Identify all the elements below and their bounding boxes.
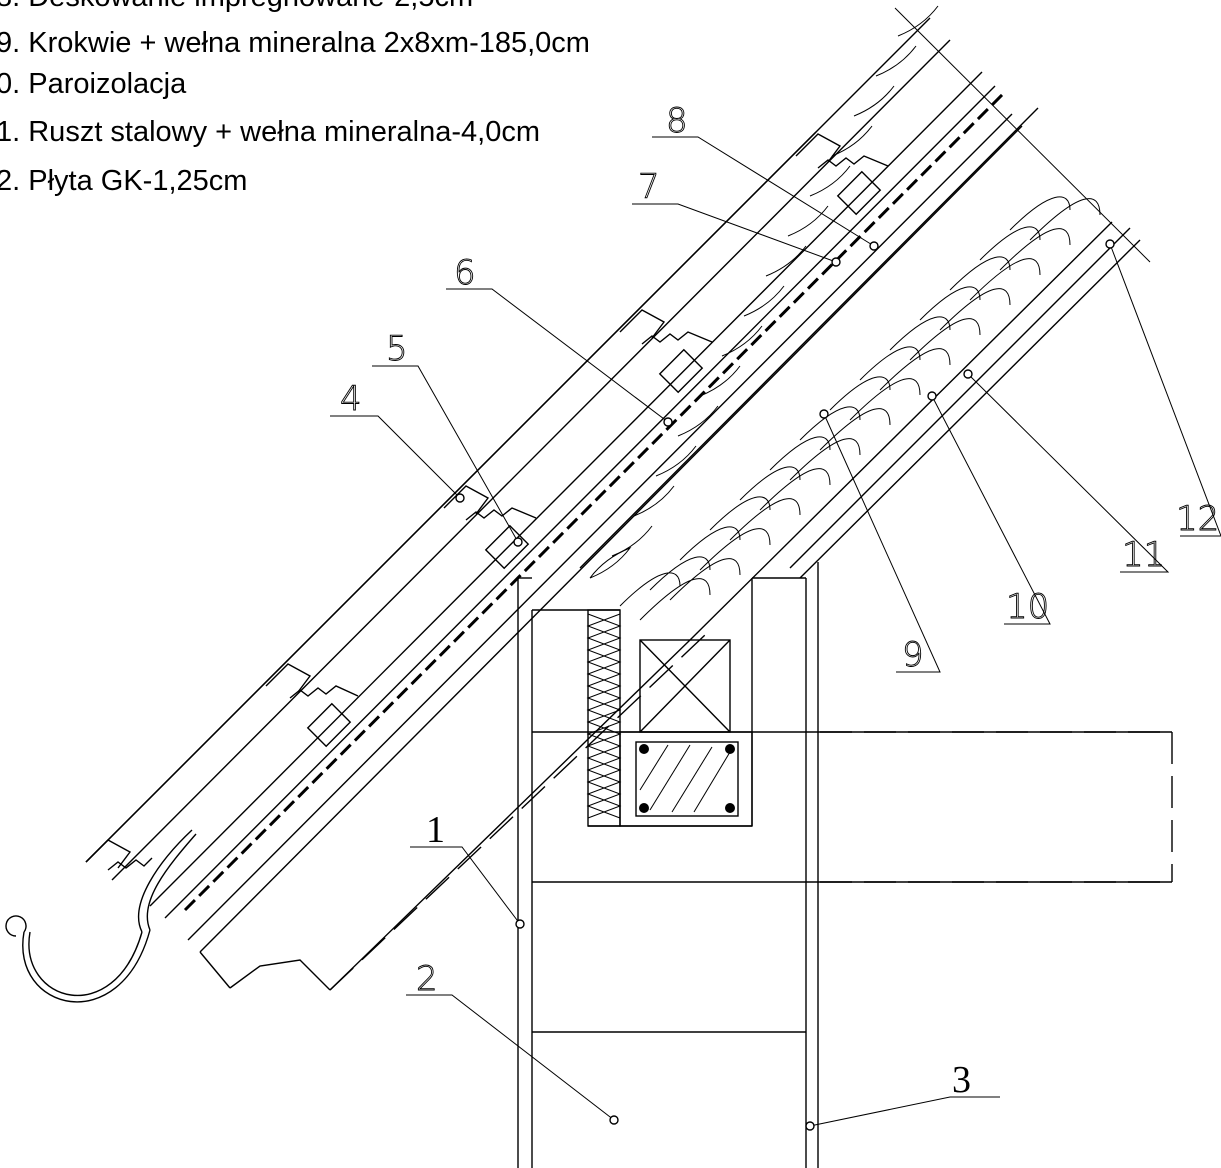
legend-item-11: 1. Ruszt stalowy + wełna mineralna-4,0cm xyxy=(0,116,540,148)
legend-item-8: 8. Deskowanie impregnowane-2,5cm xyxy=(0,0,473,13)
callout-3: 3 xyxy=(952,1059,971,1101)
callout-5: 5 xyxy=(386,329,408,369)
callout-6: 6 xyxy=(454,253,476,293)
ceiling-outline-dashed xyxy=(329,634,1173,991)
callout-2: 2 xyxy=(416,959,438,999)
ring-beam xyxy=(619,731,753,827)
callout-7: 7 xyxy=(638,167,660,207)
legend-item-9: 9. Krokwie + wełna mineralna 2x8xm-185,0… xyxy=(0,27,590,59)
roof-tiles xyxy=(85,131,889,871)
callout-9: 9 xyxy=(902,635,924,675)
callout-11: 11 xyxy=(1122,535,1165,575)
callout-8: 8 xyxy=(666,101,688,141)
rafter-insulation xyxy=(589,5,1101,621)
gutter xyxy=(5,829,197,1003)
callout-10: 10 xyxy=(1006,587,1049,627)
callout-numbers: 1 2 3 4 5 6 7 8 9 10 11 12 xyxy=(340,101,1220,1101)
wall xyxy=(517,562,1172,1168)
callout-leaders xyxy=(330,136,1221,1131)
callout-12: 12 xyxy=(1176,499,1219,539)
wall-insulation xyxy=(586,609,622,827)
legend-item-12: 2. Płyta GK-1,25cm xyxy=(0,165,247,197)
legend-item-10: 0. Paroizolacja xyxy=(0,68,187,100)
callout-4: 4 xyxy=(340,379,362,419)
roof-layers xyxy=(85,7,1151,991)
callout-1: 1 xyxy=(426,809,445,851)
legend: 8. Deskowanie impregnowane-2,5cm 9. Krok… xyxy=(0,0,590,197)
